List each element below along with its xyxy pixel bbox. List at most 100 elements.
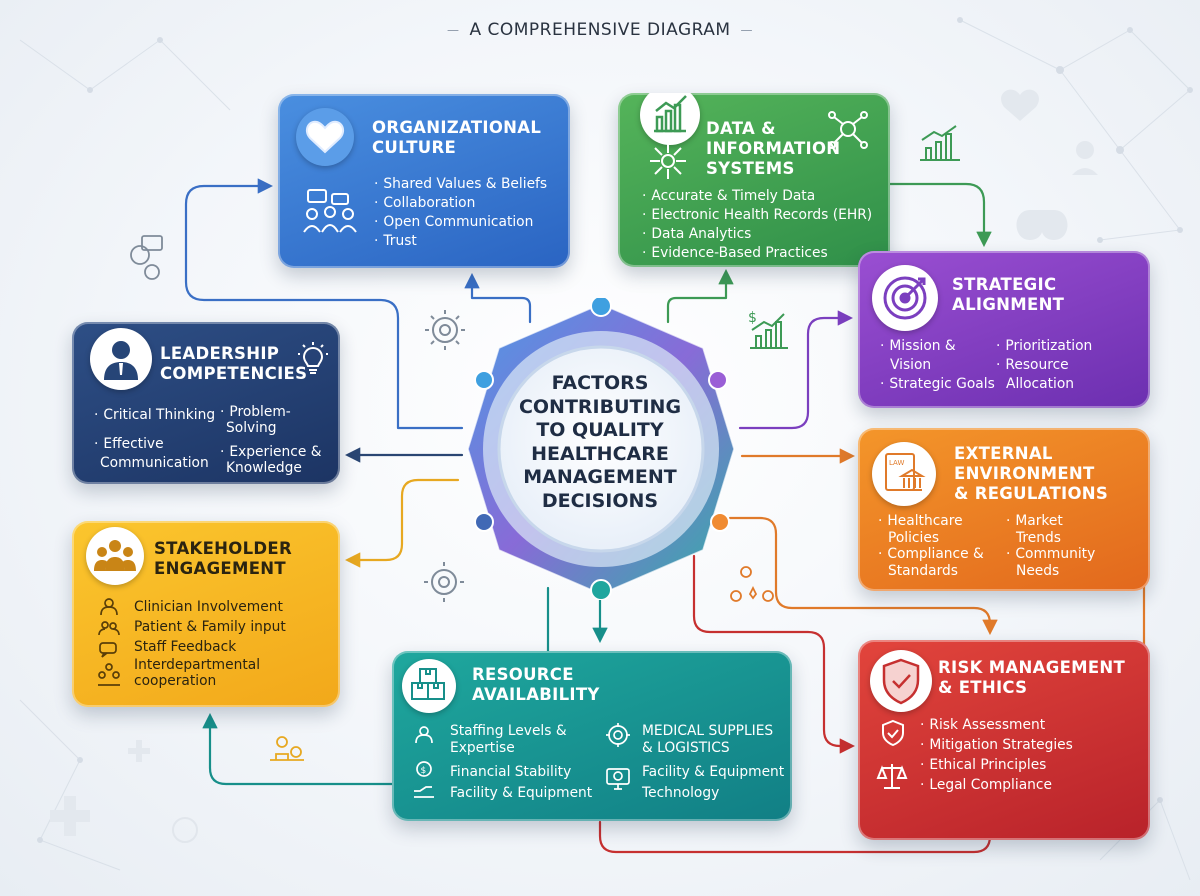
list-item-continuation: Communication [100, 455, 209, 471]
item-list-left: Mission & Vision Strategic Goals [880, 337, 995, 394]
list-item: Financial Stability [450, 764, 572, 780]
card-title: RISK MANAGEMENT & ETHICS [938, 658, 1125, 698]
list-item: Market [1006, 513, 1095, 530]
card-title: RESOURCE AVAILABILITY [472, 665, 600, 705]
group-icon [86, 527, 144, 585]
team-chat-icon [300, 188, 360, 238]
list-item: Technology [642, 785, 720, 801]
title-line: CULTURE [372, 138, 457, 157]
svg-text:$: $ [421, 766, 427, 776]
stakeholder-engagement-card: STAKEHOLDER ENGAGEMENT Clinician Involve… [72, 521, 340, 707]
scales-icon [876, 760, 908, 792]
card-title: ORGANIZATIONAL CULTURE [372, 118, 541, 158]
item-list-left: Critical Thinking Effective Communicatio… [94, 406, 215, 473]
card-title: LEADERSHIP COMPETENCIES [160, 344, 307, 384]
title-text: A COMPREHENSIVE DIAGRAM [469, 20, 731, 40]
item-list-left: Healthcare Policies Compliance & Standar… [878, 513, 984, 579]
list-item-continuation: Needs [1016, 562, 1060, 579]
list-item: Collaboration [374, 194, 547, 213]
title-line: & REGULATIONS [954, 484, 1109, 503]
list-item: Facility & Equipment [450, 785, 593, 801]
title-line: COMPETENCIES [160, 364, 308, 383]
leadership-competencies-card: LEADERSHIP COMPETENCIES Critical Thinkin… [72, 322, 340, 484]
list-item: Ethical Principles [920, 755, 1073, 775]
list-item: Mission & [880, 337, 995, 356]
list-item: Staffing Levels & [450, 723, 567, 739]
card-title: STRATEGIC ALIGNMENT [952, 275, 1064, 315]
list-item: Risk Assessment [920, 715, 1073, 735]
card-title: EXTERNAL ENVIRONMENT & REGULATIONS [954, 444, 1108, 504]
item-list: Risk Assessment Mitigation Strategies Et… [920, 715, 1073, 795]
item-list: Accurate & Timely Data Electronic Health… [642, 187, 872, 263]
item-list-right: Problem- Solving Experience & Knowledge [220, 404, 321, 476]
item-list: Clinician Involvement Patient & Family i… [134, 597, 286, 689]
item-list-right: Prioritization Resource Allocation [996, 337, 1092, 394]
list-item-continuation: Allocation [1006, 376, 1075, 392]
title-line: RISK MANAGEMENT [938, 658, 1126, 677]
list-item: Compliance & [878, 546, 983, 563]
title-line: RESOURCE [472, 665, 574, 684]
list-item: Experience & [220, 444, 321, 460]
target-icon [872, 265, 938, 331]
list-item: MEDICAL SUPPLIES [642, 723, 774, 739]
list-item: Facility & Equipment [642, 764, 785, 780]
list-item: Effective [94, 435, 215, 454]
external-environment-card: LAW EXTERNAL ENVIRONMENT & REGULATIONS H… [858, 428, 1150, 591]
resource-right-icons [604, 721, 632, 801]
hub-nodes [474, 298, 730, 600]
svg-text:$: $ [748, 310, 757, 326]
stakeholder-item-icons [96, 597, 122, 693]
hub-line: FACTORS [551, 372, 649, 394]
card-title: DATA & INFORMATION SYSTEMS [706, 119, 840, 179]
title-line: DATA & [706, 119, 776, 138]
title-line: EXTERNAL [954, 444, 1053, 463]
list-item: Data Analytics [642, 225, 872, 244]
list-item: Mitigation Strategies [920, 735, 1072, 755]
list-item-continuation: Solving [226, 420, 277, 436]
data-hub-icon [646, 139, 690, 183]
boxes-icon [402, 659, 456, 713]
list-item: Resource [996, 356, 1092, 375]
list-item: Patient & Family input [134, 619, 286, 635]
list-item: Evidence-Based Practices [642, 244, 872, 263]
hub-line: MANAGEMENT [523, 466, 677, 488]
title-line: INFORMATION [706, 139, 841, 158]
badge-text: LAW [889, 459, 904, 467]
hub-line: CONTRIBUTING [518, 395, 682, 418]
list-item: Clinician Involvement [134, 599, 283, 615]
list-item: Interdepartmental [134, 657, 261, 673]
list-item-continuation: Vision [890, 357, 932, 373]
title-line: ENGAGEMENT [154, 559, 286, 578]
card-title: STAKEHOLDER ENGAGEMENT [154, 539, 292, 579]
list-item: Healthcare [878, 513, 984, 530]
item-list-left: Staffing Levels & Expertise Financial St… [450, 723, 592, 804]
strategic-alignment-card: STRATEGIC ALIGNMENT Mission & Vision Str… [858, 251, 1150, 408]
list-item: Staff Feedback [134, 639, 237, 655]
list-item: Legal Compliance [920, 775, 1073, 795]
list-item-continuation: cooperation [134, 673, 217, 689]
title-line: ALIGNMENT [952, 295, 1065, 314]
network-icon [826, 107, 870, 151]
title-line: & ETHICS [938, 678, 1028, 697]
title-line: AVAILABILITY [472, 685, 600, 704]
shield-check-icon [870, 650, 932, 712]
list-item-continuation: & LOGISTICS [642, 739, 730, 756]
list-item: Problem- [220, 404, 321, 420]
list-item: Critical Thinking [94, 406, 215, 425]
lightbulb-icon [298, 342, 328, 376]
businessman-icon [90, 328, 152, 390]
list-item: Prioritization [996, 337, 1092, 356]
central-hub [467, 298, 735, 600]
shield-outline-icon [878, 718, 908, 748]
diagram-title: —A COMPREHENSIVE DIAGRAM— [446, 20, 754, 40]
heart-icon [296, 108, 354, 166]
item-list: Shared Values & Beliefs Collaboration Op… [374, 175, 547, 251]
list-item: Trust [374, 232, 547, 251]
title-line: ENVIRONMENT [954, 464, 1095, 483]
organizational-culture-card: ORGANIZATIONAL CULTURE Shared Values & B… [278, 94, 570, 268]
title-line: STAKEHOLDER [154, 539, 293, 558]
floating-gear-icon [425, 310, 465, 350]
list-item-continuation: Policies [888, 529, 940, 546]
hub-line: DECISIONS [541, 489, 659, 512]
